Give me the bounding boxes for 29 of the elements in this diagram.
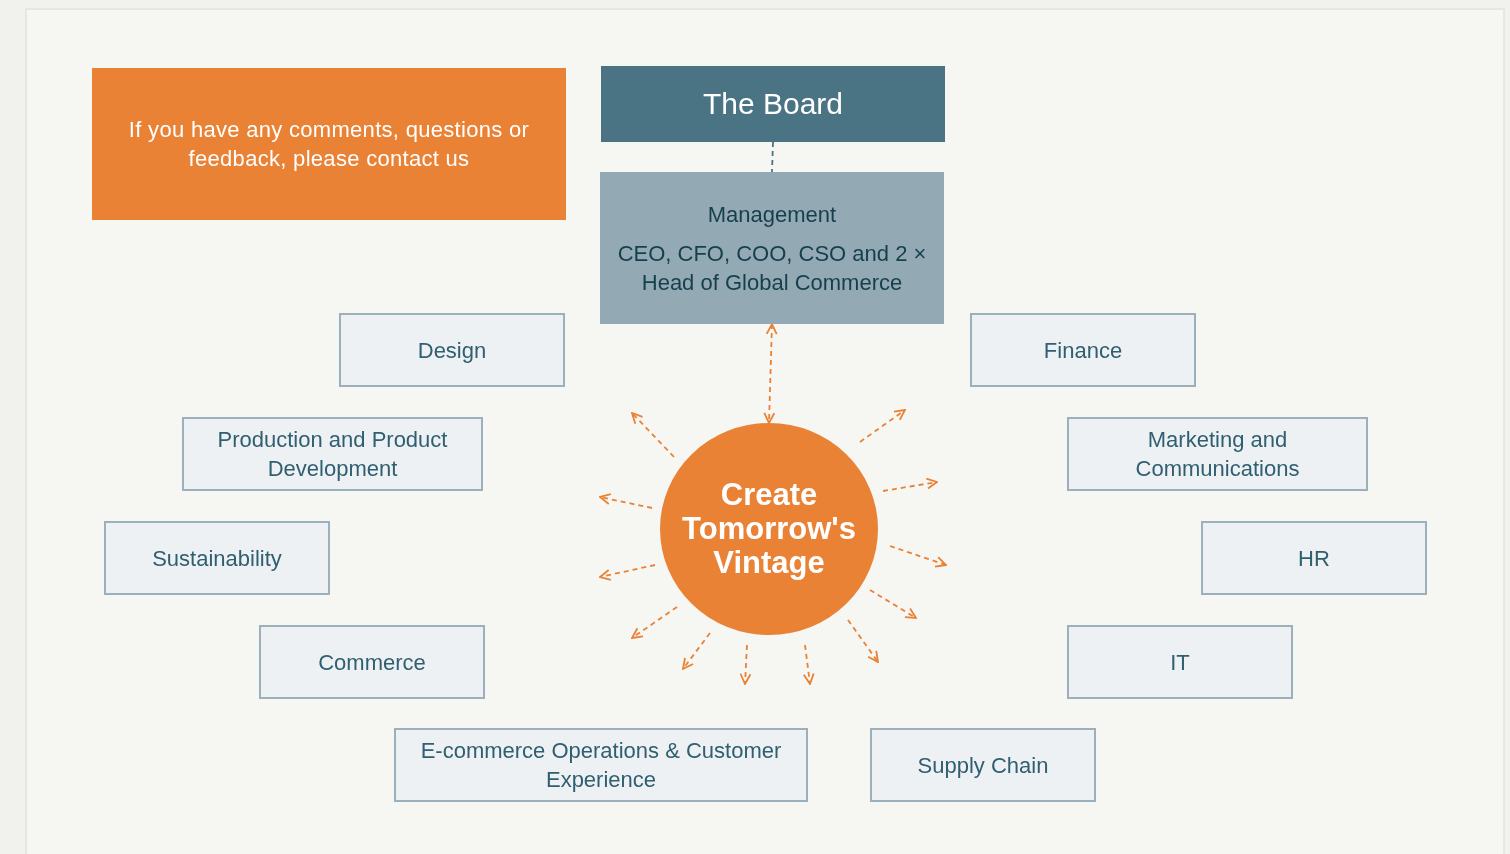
department-box: HR [1201, 521, 1427, 595]
board-box: The Board [601, 66, 945, 142]
dashed-arrow [763, 323, 778, 424]
department-box: E-commerce Operations & Customer Experience [394, 728, 808, 802]
dashed-arrow [869, 589, 917, 619]
box-text: CEO, CFO, COO, CSO and 2 × Head of Global Commerce [616, 239, 928, 297]
dashed-arrow [682, 632, 711, 670]
dashed-arrow [889, 545, 947, 568]
dashed-line [771, 141, 774, 173]
department-box: Sustainability [104, 521, 330, 595]
dashed-arrow [859, 409, 906, 443]
dashed-arrow [882, 477, 938, 492]
department-box: Commerce [259, 625, 485, 699]
contact-note-box: If you have any comments, questions or feedback, please contact us [92, 68, 566, 220]
department-box: Marketing and Communications [1067, 417, 1368, 491]
department-box: Production and Product Development [182, 417, 483, 491]
management-box [600, 172, 944, 324]
dashed-arrow [599, 493, 653, 509]
department-box: Design [339, 313, 565, 387]
dashed-arrow [739, 644, 752, 685]
dashed-arrow [631, 606, 678, 639]
dashed-arrow [847, 619, 879, 663]
department-box: Supply Chain [870, 728, 1096, 802]
department-box: IT [1067, 625, 1293, 699]
dashed-arrow [802, 644, 815, 685]
department-box: Finance [970, 313, 1196, 387]
dashed-arrow [631, 412, 675, 458]
dashed-arrow [599, 564, 656, 581]
box-heading: Management [707, 200, 837, 229]
